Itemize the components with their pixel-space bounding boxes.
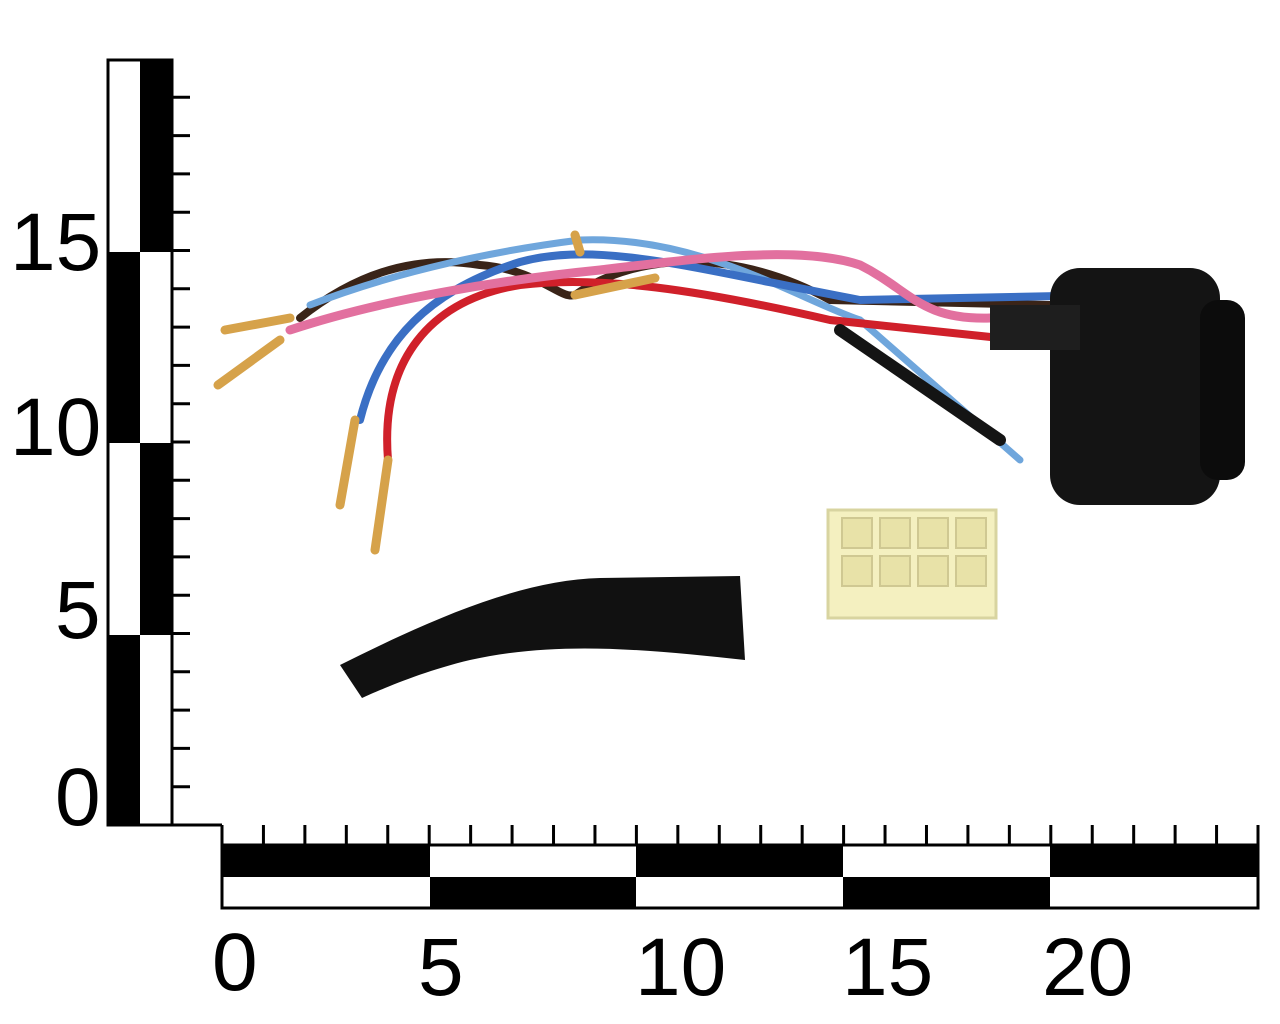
horizontal-label-15: 15 bbox=[842, 922, 933, 1013]
vertical-scale-ruler: 0 5 10 15 bbox=[10, 58, 222, 843]
cream-connector bbox=[826, 508, 998, 620]
black-connector-housing bbox=[990, 268, 1245, 505]
connector-cavity bbox=[917, 517, 949, 549]
red-wire bbox=[383, 277, 1004, 464]
vertical-label-15: 15 bbox=[10, 197, 101, 288]
horizontal-label-20: 20 bbox=[1042, 922, 1133, 1013]
connector-cavity bbox=[955, 517, 987, 549]
blue-wire bbox=[356, 250, 1064, 424]
connector-cavity bbox=[955, 555, 987, 587]
horizontal-label-5: 5 bbox=[418, 922, 464, 1013]
horizontal-label-0: 0 bbox=[212, 917, 258, 1008]
horizontal-scale-ruler: 0 5 10 15 20 bbox=[212, 825, 1260, 1013]
gold-terminals bbox=[213, 230, 660, 555]
black-sleeve bbox=[834, 324, 1006, 446]
vertical-label-5: 5 bbox=[55, 565, 101, 656]
connector-cavity bbox=[841, 517, 873, 549]
wire-harness bbox=[213, 230, 1064, 555]
heat-shrink-tube bbox=[340, 576, 745, 698]
connector-cavity bbox=[917, 555, 949, 587]
vertical-label-0: 0 bbox=[55, 752, 101, 843]
vertical-label-10: 10 bbox=[10, 382, 101, 473]
light-blue-wire bbox=[306, 236, 1024, 464]
horizontal-label-10: 10 bbox=[635, 922, 726, 1013]
pink-wire bbox=[285, 250, 995, 335]
connector-cavity bbox=[879, 517, 911, 549]
connector-cavity bbox=[841, 555, 873, 587]
connector-cavity bbox=[879, 555, 911, 587]
